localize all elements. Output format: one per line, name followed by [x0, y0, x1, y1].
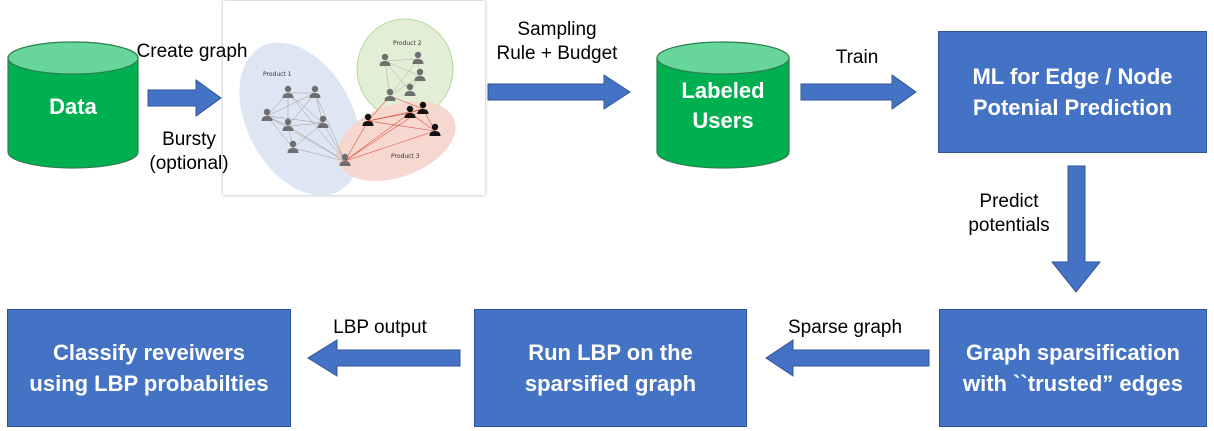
- node-run-lbp-line-2: sparsified graph: [524, 371, 697, 396]
- node-data: Data: [49, 94, 97, 119]
- edge-label-bursty: Bursty (optional): [134, 128, 244, 176]
- arrow-train: [800, 74, 917, 110]
- labeled-users-cylinder: [656, 41, 790, 169]
- edge-label-bursty-line-1: Bursty: [162, 129, 216, 150]
- edge-label-sampling: Sampling Rule + Budget: [483, 18, 631, 66]
- node-labeled-users: Labeled Users: [657, 76, 789, 136]
- arrow-predict: [1050, 165, 1102, 293]
- node-classify-line-1: Classify reveiwers: [52, 340, 246, 365]
- node-run-lbp: Run LBP on the sparsified graph: [474, 309, 747, 427]
- node-classify-reviewers: Classify reveiwers using LBP probabiltie…: [7, 309, 291, 427]
- edge-label-predict-line-1: Predict: [979, 191, 1039, 212]
- edge-label-sampling-line-2: Rule + Budget: [496, 43, 618, 64]
- edge-label-bursty-line-2: (optional): [149, 153, 229, 174]
- arrow-sparse-graph: [765, 339, 930, 377]
- node-run-lbp-line-1: Run LBP on the: [528, 340, 693, 365]
- node-ml-prediction: ML for Edge / Node Potenial Prediction: [938, 31, 1207, 153]
- edge-label-sparse-graph: Sparse graph: [787, 317, 903, 338]
- arrow-create-graph: [147, 79, 222, 117]
- edge-label-predict: Predict potentials: [956, 190, 1062, 238]
- node-graph-sparsification: Graph sparsification with ``trusted” edg…: [939, 309, 1207, 427]
- cluster-label-product-3: Product 3: [391, 153, 420, 160]
- data-cylinder: [7, 41, 139, 169]
- arrow-lbp-output: [307, 339, 461, 377]
- node-sparsify-line-1: Graph sparsification: [966, 340, 1180, 365]
- edge-label-lbp-output: LBP output: [333, 317, 427, 338]
- graph-illustration: Product 1 Product 2 Product 3: [223, 1, 485, 196]
- arrow-sampling: [487, 74, 631, 110]
- node-sparsify-line-2: with ``trusted” edges: [962, 371, 1183, 396]
- node-labeled-users-line-2: Users: [692, 108, 754, 133]
- cluster-label-product-1: Product 1: [263, 71, 292, 78]
- node-ml-line-2: Potenial Prediction: [972, 95, 1173, 120]
- node-labeled-users-line-1: Labeled: [681, 78, 765, 103]
- node-classify-line-2: using LBP probabilties: [29, 371, 269, 396]
- edge-label-predict-line-2: potentials: [968, 215, 1050, 236]
- node-ml-line-1: ML for Edge / Node: [972, 64, 1173, 89]
- edge-label-sampling-line-1: Sampling: [517, 19, 597, 40]
- edge-label-train: Train: [835, 47, 879, 68]
- edge-label-create-graph: Create graph: [136, 41, 248, 62]
- cluster-label-product-2: Product 2: [393, 40, 422, 47]
